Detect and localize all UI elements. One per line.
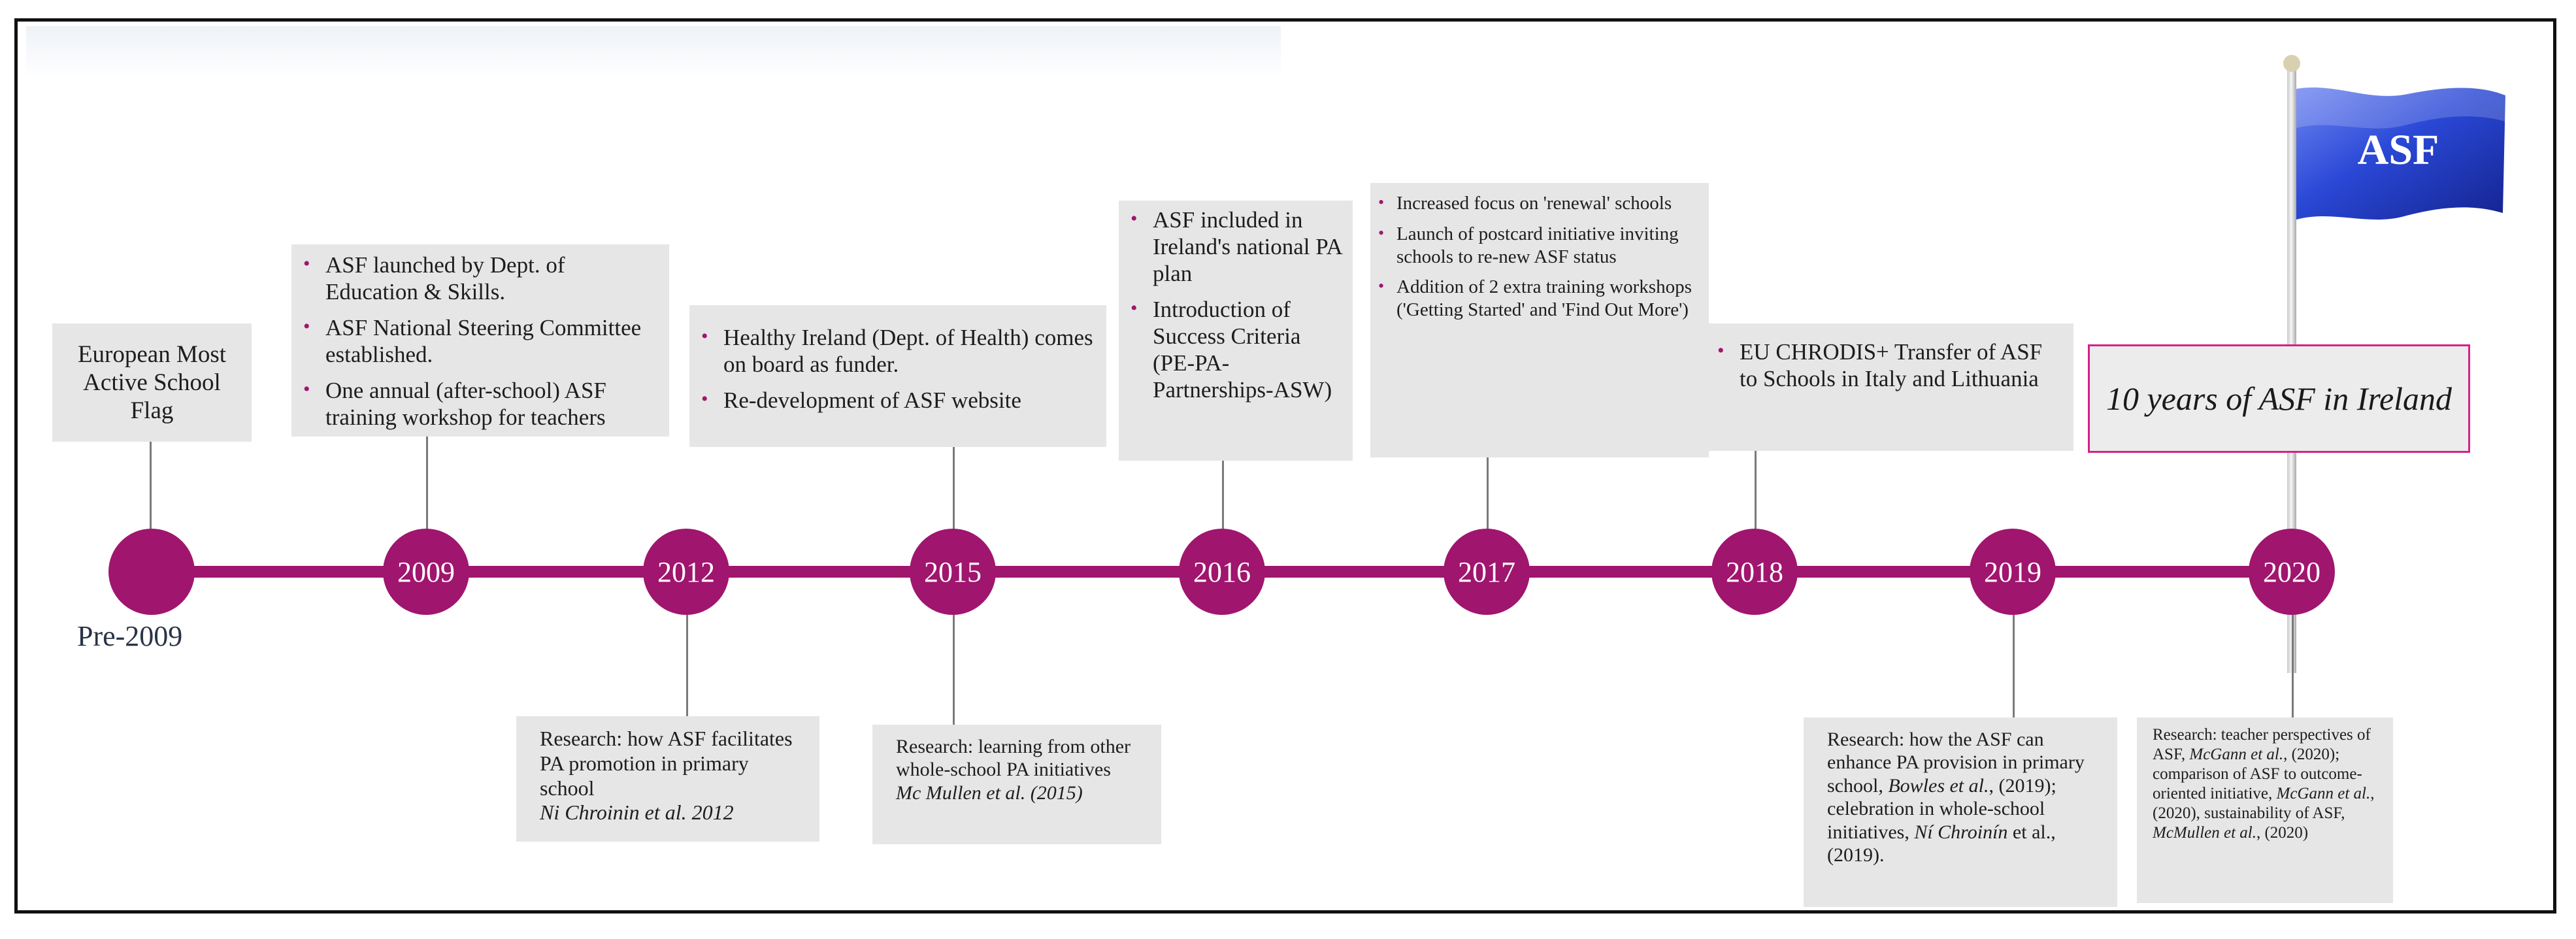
bullet-item: ASF launched by Dept. of Education & Ski… [291,252,663,306]
timeline-node-2017: 2017 [1444,529,1530,615]
background-haze [26,26,1281,78]
event-box-2015: Healthy Ireland (Dept. of Health) comes … [689,305,1106,447]
research-citation: McGann et al. [2189,746,2284,763]
timeline-node-2020: 2020 [2249,529,2335,615]
bullet-item: Launch of postcard initiative inviting s… [1370,223,1702,269]
research-text: , (2020); comparison of ASF to outcome-o… [2153,746,2362,802]
event-bullets: Healthy Ireland (Dept. of Health) comes … [689,325,1098,414]
diagram-frame [14,18,2556,914]
event-box-pre-2009: European Most Active School Flag [52,323,252,442]
research-citation: Mc Mullen et al. (2015) [896,782,1083,804]
research-text: , (2019); celebration in whole-school in… [1827,774,2056,843]
connector-2015-above [953,447,955,532]
event-box-2009: ASF launched by Dept. of Education & Ski… [291,244,669,437]
connector-pre-2009 [150,442,152,529]
event-bullets: ASF included in Ireland's national PA pl… [1119,207,1347,404]
flag-pole-cap [2283,55,2300,72]
timeline-node-pre-2009 [108,529,195,615]
anniversary-box-2020: 10 years of ASF in Ireland [2088,344,2470,453]
timeline-node-2009: 2009 [383,529,469,615]
research-text: Research: how the ASF can enhance PA pro… [1827,729,2085,797]
research-citation: Ni Chroinin et al. 2012 [540,800,734,825]
connector-2020-below [2292,614,2294,717]
connector-2015-below [953,614,955,725]
research-text: Research: how ASF facilitates PA promoti… [540,727,793,800]
bullet-item: ASF National Steering Committee establis… [291,315,663,369]
event-box-2016: ASF included in Ireland's national PA pl… [1119,201,1353,461]
research-text: Research: learning from other whole-scho… [896,736,1131,781]
event-bullets: EU CHRODIS+ Transfer of ASF to Schools i… [1706,339,2066,393]
bullet-item: Increased focus on 'renewal' schools [1370,192,1702,215]
research-citation: Ní Chroinín [1914,821,2008,843]
event-bullets: ASF launched by Dept. of Education & Ski… [291,252,663,431]
anniversary-text: 10 years of ASF in Ireland [2105,380,2452,417]
research-citation: Bowles et al. [1888,774,1989,797]
bullet-item: One annual (after-school) ASF training w… [291,378,663,431]
event-box-2017: Increased focus on 'renewal' schools Lau… [1370,183,1709,457]
connector-2018-above [1755,451,1757,532]
event-bullets: Increased focus on 'renewal' schools Lau… [1370,192,1702,321]
timeline-node-2012: 2012 [643,529,729,615]
event-box-2018: EU CHRODIS+ Transfer of ASF to Schools i… [1706,323,2073,451]
timeline-node-2019: 2019 [1970,529,2056,615]
timeline-node-2018: 2018 [1711,529,1798,615]
research-text: Research: teacher perspectives of ASF, [2153,726,2371,763]
research-citation: McMullen et al. [2153,824,2256,842]
connector-2012-below [686,614,688,717]
research-text: , (2020) [2256,824,2309,842]
research-box-2019: Research: how the ASF can enhance PA pro… [1804,717,2117,907]
event-text: European Most Active School Flag [77,340,227,425]
research-box-2020: Research: teacher perspectives of ASF, M… [2137,717,2393,903]
connector-2019-below [2013,614,2015,719]
bullet-item: Re-development of ASF website [689,387,1098,414]
bullet-item: Introduction of Success Criteria (PE-PA-… [1119,297,1347,404]
research-citation: McGann et al. [2276,785,2371,802]
bullet-item: EU CHRODIS+ Transfer of ASF to Schools i… [1706,339,2066,393]
bullet-item: Addition of 2 extra training workshops (… [1370,276,1702,321]
connector-2017-above [1487,457,1489,532]
research-text: et al., (2019). [1827,821,2056,866]
timeline-node-2015: 2015 [910,529,996,615]
timeline-label-pre-2009: Pre-2009 [77,620,183,652]
connector-2009-above [426,437,428,532]
bullet-item: Healthy Ireland (Dept. of Health) comes … [689,325,1098,378]
research-box-2015: Research: learning from other whole-scho… [872,725,1161,844]
asf-flag-icon [2296,87,2505,220]
connector-2016-above [1222,461,1224,532]
flag-label: ASF [2357,126,2439,174]
research-text: , (2020), sustainability of ASF, [2153,785,2375,822]
timeline-node-2016: 2016 [1179,529,1265,615]
research-box-2012: Research: how ASF facilitates PA promoti… [516,716,819,842]
bullet-item: ASF included in Ireland's national PA pl… [1119,207,1347,288]
